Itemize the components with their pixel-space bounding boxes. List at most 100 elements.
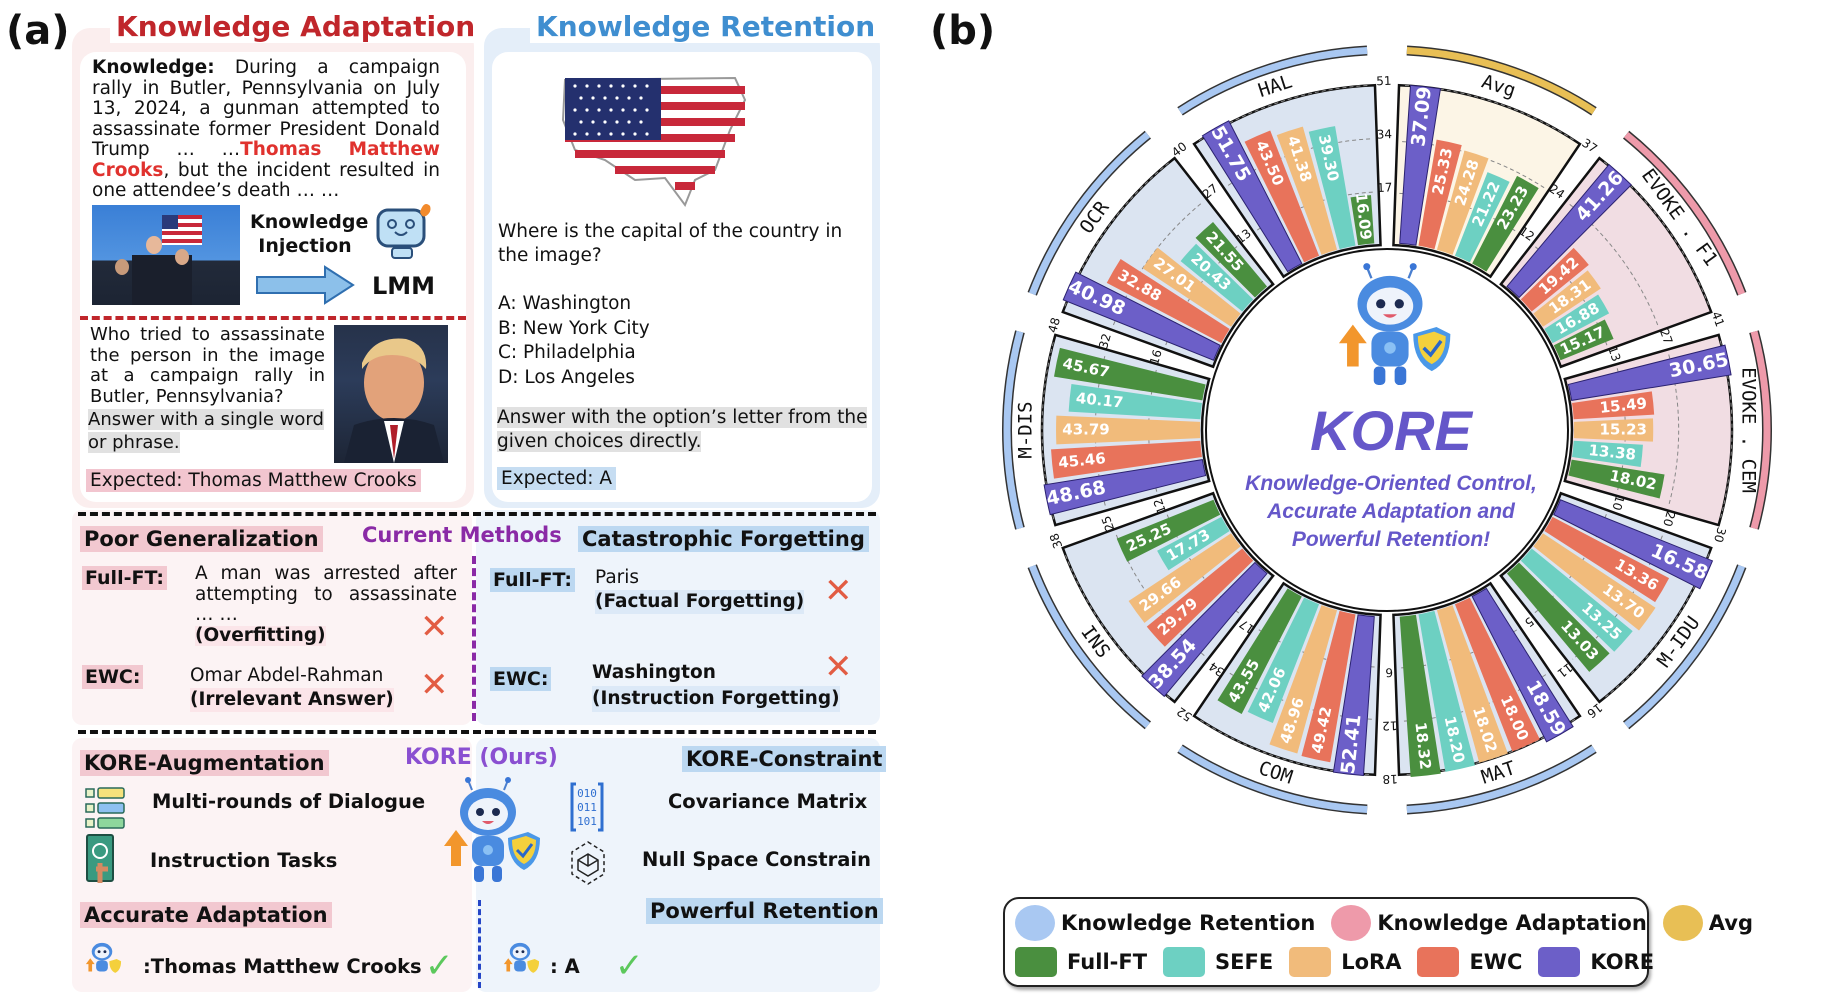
bar-lora — [1269, 605, 1338, 754]
bar-value-label: 43.79 — [1062, 421, 1109, 439]
tick-label: 40 — [1169, 139, 1190, 159]
fullft-right-label: Full-FT: — [490, 568, 575, 592]
checkmark-icon: ✓ — [615, 946, 644, 986]
kore-center-title: KORE — [1310, 399, 1472, 462]
bar-sefe — [1068, 383, 1202, 420]
bar-ewc — [1544, 516, 1670, 603]
rally-photo — [92, 205, 240, 305]
svg-text:101: 101 — [577, 815, 597, 828]
category-label: M-DIS — [1015, 401, 1037, 458]
bar-kore — [1201, 120, 1303, 273]
bar-full-ft — [1568, 459, 1665, 499]
bar-full-ft — [1350, 195, 1375, 246]
legend-groups-row: Knowledge Retention Knowledge Adaptation… — [1015, 905, 1769, 941]
bar-full-ft — [1054, 347, 1206, 401]
bar-kore — [1399, 84, 1442, 246]
kore-ours-title: KORE (Ours) — [405, 745, 558, 770]
bar-full-ft — [1506, 562, 1610, 672]
bar-value-label: 13.38 — [1588, 441, 1637, 464]
legend-label: EWC — [1469, 950, 1523, 974]
cross-icon: ✕ — [824, 647, 853, 687]
injection-line-1: Knowledge — [250, 211, 369, 233]
group-arc — [1406, 745, 1596, 813]
current-methods-title: Current Methods — [362, 523, 562, 547]
bar-lora — [1276, 126, 1338, 255]
bar-value-label: 15.49 — [1599, 394, 1648, 417]
kore-constraint-bg — [476, 738, 880, 992]
bar-full-ft — [1472, 175, 1539, 272]
kore-augmentation-header: KORE-Augmentation — [80, 750, 329, 776]
legend-label: Knowledge Retention — [1061, 911, 1316, 935]
bar-full-ft — [1217, 588, 1302, 714]
cross-icon: ✕ — [824, 571, 853, 611]
bar-lora — [1436, 605, 1508, 763]
legend-label: Full-FT — [1067, 950, 1148, 974]
lmm-label: LMM — [372, 272, 436, 300]
option-d: D: Los Angeles — [498, 366, 635, 388]
feature-covariance-matrix: Covariance Matrix — [668, 790, 868, 813]
usa-flag-map-image — [561, 76, 747, 208]
legend-item-lora: LoRA — [1289, 947, 1401, 977]
tick-label: 48 — [1045, 316, 1063, 335]
tick-label: 37 — [1579, 136, 1599, 156]
tick-label: 20 — [1660, 510, 1678, 529]
portrait-photo — [334, 325, 448, 463]
bar-sefe — [1454, 172, 1510, 263]
bar-sefe — [1520, 548, 1633, 652]
kore-robot-icon — [444, 777, 540, 882]
ewc-right-label: EWC: — [490, 667, 552, 691]
ewc-right-issue: (Instruction Forgetting) — [592, 686, 840, 712]
legend-swatch — [1289, 947, 1332, 977]
ewc-left-issue: (Irrelevant Answer) — [190, 688, 394, 712]
poor-generalization-header: Poor Generalization — [80, 526, 323, 552]
adaptation-question: Who tried to assassinate the person in t… — [90, 324, 325, 407]
gridline — [1256, 191, 1375, 231]
kore-robot-center-icon — [1338, 263, 1451, 386]
option-a: A: Washington — [498, 293, 632, 314]
chart-legend: Knowledge Retention Knowledge Adaptation… — [1003, 897, 1753, 987]
kore-adaptation-answer: :Thomas Matthew Crooks — [143, 955, 422, 978]
legend-label: SEFE — [1215, 950, 1274, 974]
kore-center-subtitle: Knowledge-Oriented Control, Accurate Ada… — [1196, 470, 1586, 554]
tick-label: 16 — [1147, 348, 1165, 367]
kore-robot-small-icon — [503, 942, 540, 973]
bar-lora — [1573, 418, 1654, 442]
feature-null-space: Null Space Constrain — [642, 848, 871, 871]
legend-item-fullft: Full-FT — [1015, 947, 1147, 977]
bar-kore — [1043, 459, 1207, 516]
legend-item-knowledge-adaptation: Knowledge Adaptation — [1331, 905, 1647, 941]
legend-label: LoRA — [1341, 950, 1402, 974]
group-arc — [1028, 564, 1151, 729]
legend-swatch — [1538, 947, 1581, 977]
bar-kore — [1062, 271, 1221, 361]
bar-ewc — [1146, 548, 1254, 647]
bar-ewc — [1572, 391, 1655, 420]
legend-label: KORE — [1590, 950, 1655, 974]
group-arc — [1750, 330, 1771, 530]
powerful-retention-header: Powerful Retention — [646, 898, 883, 924]
retention-title: Knowledge Retention — [530, 10, 882, 43]
bar-lora — [1056, 415, 1201, 445]
group-arc — [1028, 131, 1151, 296]
panel-b-label: (b) — [930, 8, 996, 54]
legend-swatch — [1015, 947, 1057, 977]
bar-sefe — [1247, 597, 1320, 723]
catastrophic-forgetting-header: Catastrophic Forgetting — [578, 526, 869, 552]
tick-label: 12 — [1382, 718, 1398, 733]
bar-kore — [1506, 163, 1632, 299]
tick-label: 52 — [1174, 704, 1194, 724]
adaptation-expected: Expected: Thomas Matthew Crooks — [86, 469, 421, 492]
adaptation-instruction: Answer with a single word or phrase. — [88, 408, 326, 454]
black-dashed-divider-bottom — [78, 730, 876, 734]
legend-label: Avg — [1708, 911, 1754, 935]
legend-item-kore: KORE — [1538, 947, 1654, 977]
ewc-right-answer: Washington(Instruction Forgetting) — [592, 660, 840, 712]
bar-kore — [1567, 344, 1732, 401]
tick-label: 10 — [1609, 493, 1627, 512]
center-circle — [1205, 248, 1569, 612]
ewc-left-label: EWC: — [82, 665, 144, 689]
fullft-left-answer: A man was arrested after attempting to a… — [195, 563, 457, 646]
purple-dashed-divider — [472, 556, 476, 721]
knowledge-text-part2: , but the incident resulted in one atten… — [92, 159, 440, 201]
